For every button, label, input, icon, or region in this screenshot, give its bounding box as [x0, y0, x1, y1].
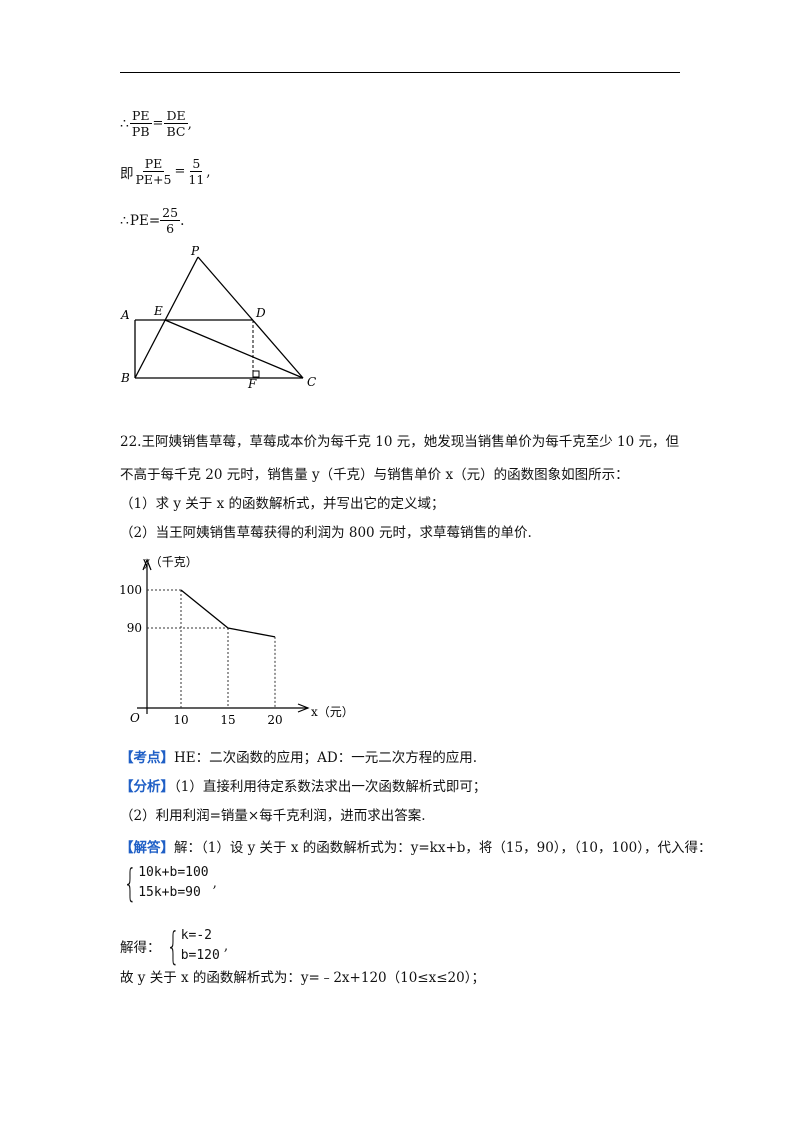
label-f: F: [247, 377, 257, 391]
equation-system-1: { 10k+b=100 15k+b=90 ,: [123, 861, 217, 905]
question-1: （1）求 y 关于 x 的函数解析式，并写出它的定义域；: [120, 496, 445, 512]
proportion-step-2: 即 PE PE+5 = 5 11 ,: [120, 156, 211, 187]
kaodian-line: 【考点】HE：二次函数的应用；AD：一元二次方程的应用.: [120, 750, 477, 766]
y-tick-90: 90: [127, 621, 142, 635]
proportion-step-1: ∴ PE PB = DE BC ,: [120, 108, 192, 139]
pe-result: ∴ PE= 25 6 .: [120, 205, 185, 236]
therefore-symbol: ∴: [120, 115, 129, 132]
conclusion-line: 故 y 关于 x 的函数解析式为：y=﹣2x+120（10≤x≤20）；: [120, 970, 485, 986]
origin-label: O: [130, 711, 140, 725]
question-2: （2）当王阿姨销售草莓获得的利润为 800 元时，求草莓销售的单价.: [120, 525, 532, 541]
jieda-tag: 【解答】: [120, 840, 174, 856]
fraction-pe-pe5: PE PE+5: [135, 156, 172, 187]
header-rule: [120, 72, 680, 73]
x-axis-arrow: [297, 703, 310, 713]
problem-line-1: 22.王阿姨销售草莓，草莓成本价为每千克 10 元，她发现当销售单价为每千克至少…: [120, 434, 679, 450]
series-line: [180, 589, 276, 638]
segment-ec: [164, 319, 304, 379]
x-tick-10: 10: [173, 713, 188, 727]
x-tick-15: 15: [220, 713, 235, 727]
geometry-figure: P A E D B F C: [120, 244, 316, 391]
segment-bp: [134, 256, 199, 379]
label-d: D: [255, 306, 266, 320]
x-axis-label: x（元）: [311, 705, 354, 719]
x-tick-20: 20: [267, 713, 282, 727]
y-axis-label: y（千克）: [142, 555, 198, 569]
kaodian-tag: 【考点】: [120, 750, 174, 766]
y-tick-100: 100: [119, 583, 142, 597]
jieda-line: 【解答】解：（1）设 y 关于 x 的函数解析式为：y=kx+b，将（15，90…: [120, 840, 712, 856]
solution-system: 解得： { k=-2 b=120 ,: [120, 924, 229, 968]
y-axis-arrow: [142, 558, 152, 571]
label-p: P: [190, 244, 200, 258]
fraction-pe-pb: PE PB: [129, 108, 152, 139]
segment-pc: [197, 256, 304, 379]
label-e: E: [153, 304, 163, 318]
problem-line-2: 不高于每千克 20 元时，销售量 y（千克）与销售单价 x（元）的函数图象如图所…: [120, 467, 629, 483]
fenxi-line-2: （2）利用利润=销量×每千克利润，进而求出答案.: [120, 808, 426, 824]
right-angle-mark: [252, 370, 260, 378]
function-graph: y（千克） x（元） O 10 15 20 100 90: [119, 555, 354, 727]
label-b: B: [120, 371, 130, 385]
fenxi-line: 【分析】（1）直接利用待定系数法求出一次函数解析式即可；: [120, 779, 487, 795]
label-c: C: [307, 375, 316, 389]
fraction-de-bc: DE BC: [164, 108, 188, 139]
fraction-25-6: 25 6: [160, 205, 181, 236]
label-a: A: [120, 308, 130, 322]
fraction-5-11: 5 11: [188, 156, 205, 187]
fenxi-tag: 【分析】: [120, 779, 174, 795]
